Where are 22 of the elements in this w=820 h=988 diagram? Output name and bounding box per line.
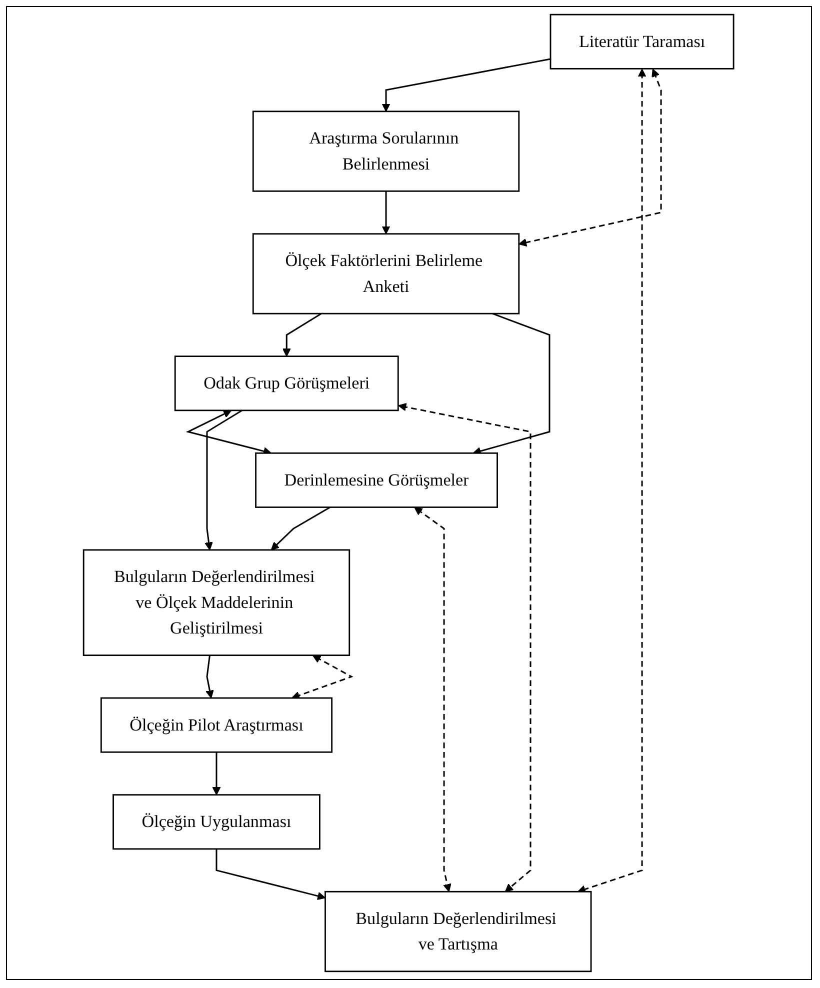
arrow — [216, 848, 326, 900]
arrow — [398, 402, 532, 892]
arrow — [414, 507, 452, 892]
node-box: Ölçeğin Pilot Araştırması — [100, 697, 333, 753]
arrow — [578, 68, 647, 894]
node-box: Ölçeğin Uygulanması — [112, 794, 321, 850]
node-box: Ölçek Faktörlerini Belirleme Anketi — [252, 233, 520, 314]
node-box: Bulguların Değerlendirilmesi ve Ölçek Maddelerinin Geliştirilmesi — [83, 549, 350, 656]
arrow — [212, 752, 222, 796]
arrow — [382, 58, 552, 112]
arrow — [205, 410, 243, 550]
arrow — [271, 506, 331, 550]
arrow — [382, 191, 391, 234]
node-box: Bulguların Değerlendirilmesi ve Tartışma — [324, 890, 592, 972]
arrow — [282, 312, 322, 357]
node-box: Literatür Taraması — [550, 14, 735, 70]
arrow — [518, 68, 662, 247]
arrow — [292, 655, 354, 700]
node-box: Derinlemesine Görüşmeler — [255, 452, 498, 508]
node-box: Araştırma Sorularının Belirlenmesi — [252, 110, 520, 192]
arrow — [206, 655, 214, 698]
node-box: Odak Grup Görüşmeleri — [174, 356, 400, 412]
